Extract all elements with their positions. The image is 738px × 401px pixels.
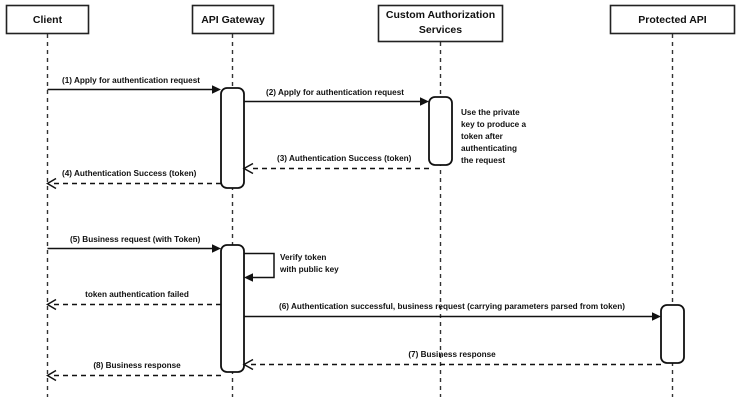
- activation-protected-api-1: [660, 304, 685, 364]
- message-3-label: (3) Authentication Success (token): [277, 154, 412, 163]
- note-private-key-line-2: key to produce a: [461, 120, 527, 129]
- message-4: (4) Authentication Success (token): [46, 169, 221, 190]
- participant-box-protected-api: [609, 4, 736, 35]
- message-7: (7) Business response: [242, 350, 661, 371]
- message-8-arrowhead: [46, 369, 57, 382]
- activation-custom-auth-1: [428, 96, 453, 166]
- activation-bars: [220, 87, 685, 373]
- message-8: (8) Business response: [46, 361, 221, 382]
- message-self-verify-token-label-line1: Verify token: [280, 253, 326, 262]
- message-7-label: (7) Business response: [408, 350, 496, 359]
- message-1-label: (1) Apply for authentication request: [62, 76, 200, 85]
- message-self-verify-token-arrowhead: [244, 273, 253, 282]
- participant-label-custom-auth-line1: Custom Authorization: [386, 9, 495, 21]
- message-2: (2) Apply for authentication request: [244, 88, 429, 106]
- message-1: (1) Apply for authentication request: [47, 76, 221, 94]
- message-5-arrowhead: [212, 244, 221, 253]
- participant-box-client: [5, 4, 90, 35]
- message-4-arrowhead: [46, 177, 57, 190]
- message-self-verify-token: Verify token with public key: [244, 252, 339, 282]
- participant-client[interactable]: Client: [5, 4, 90, 35]
- message-3-arrowhead: [242, 162, 254, 175]
- message-2-arrowhead: [420, 97, 429, 106]
- message-7-arrowhead: [242, 358, 254, 371]
- note-private-key-line-4: authenticating: [461, 144, 517, 153]
- message-token-auth-failed-arrowhead: [46, 298, 57, 311]
- activation-api-gateway-1: [220, 87, 245, 189]
- participant-box-api-gateway: [191, 4, 275, 35]
- participant-label-client: Client: [33, 14, 63, 26]
- message-token-auth-failed: token authentication failed: [46, 290, 221, 311]
- participant-protected-api[interactable]: Protected API: [609, 4, 736, 35]
- message-self-verify-token-label-line2: with public key: [279, 265, 339, 274]
- participant-label-api-gateway: API Gateway: [201, 14, 265, 26]
- message-self-verify-token-path: [244, 252, 275, 279]
- note-private-key-line-3: token after: [461, 132, 504, 141]
- message-8-label: (8) Business response: [93, 361, 181, 370]
- message-3: (3) Authentication Success (token): [242, 154, 429, 175]
- message-5-label: (5) Business request (with Token): [70, 235, 201, 244]
- message-1-arrowhead: [212, 85, 221, 94]
- message-6-arrowhead: [652, 312, 661, 321]
- message-6-label: (6) Authentication successful, business …: [279, 302, 625, 311]
- message-4-label: (4) Authentication Success (token): [62, 169, 197, 178]
- message-token-auth-failed-label: token authentication failed: [85, 290, 189, 299]
- participant-box-custom-auth: [377, 4, 504, 43]
- activation-api-gateway-2: [220, 244, 245, 373]
- participant-label-protected-api: Protected API: [638, 14, 707, 26]
- participant-label-custom-auth-line2: Services: [419, 24, 462, 36]
- participant-custom-auth[interactable]: Custom Authorization Services: [377, 4, 504, 43]
- note-private-key-line-5: the request: [461, 156, 505, 165]
- note-private-key-line-1: Use the private: [461, 108, 520, 117]
- message-6: (6) Authentication successful, business …: [244, 302, 661, 321]
- note-private-key: Use the private key to produce a token a…: [461, 108, 527, 165]
- participant-api-gateway[interactable]: API Gateway: [191, 4, 275, 35]
- message-2-label: (2) Apply for authentication request: [266, 88, 404, 97]
- message-5: (5) Business request (with Token): [47, 235, 221, 253]
